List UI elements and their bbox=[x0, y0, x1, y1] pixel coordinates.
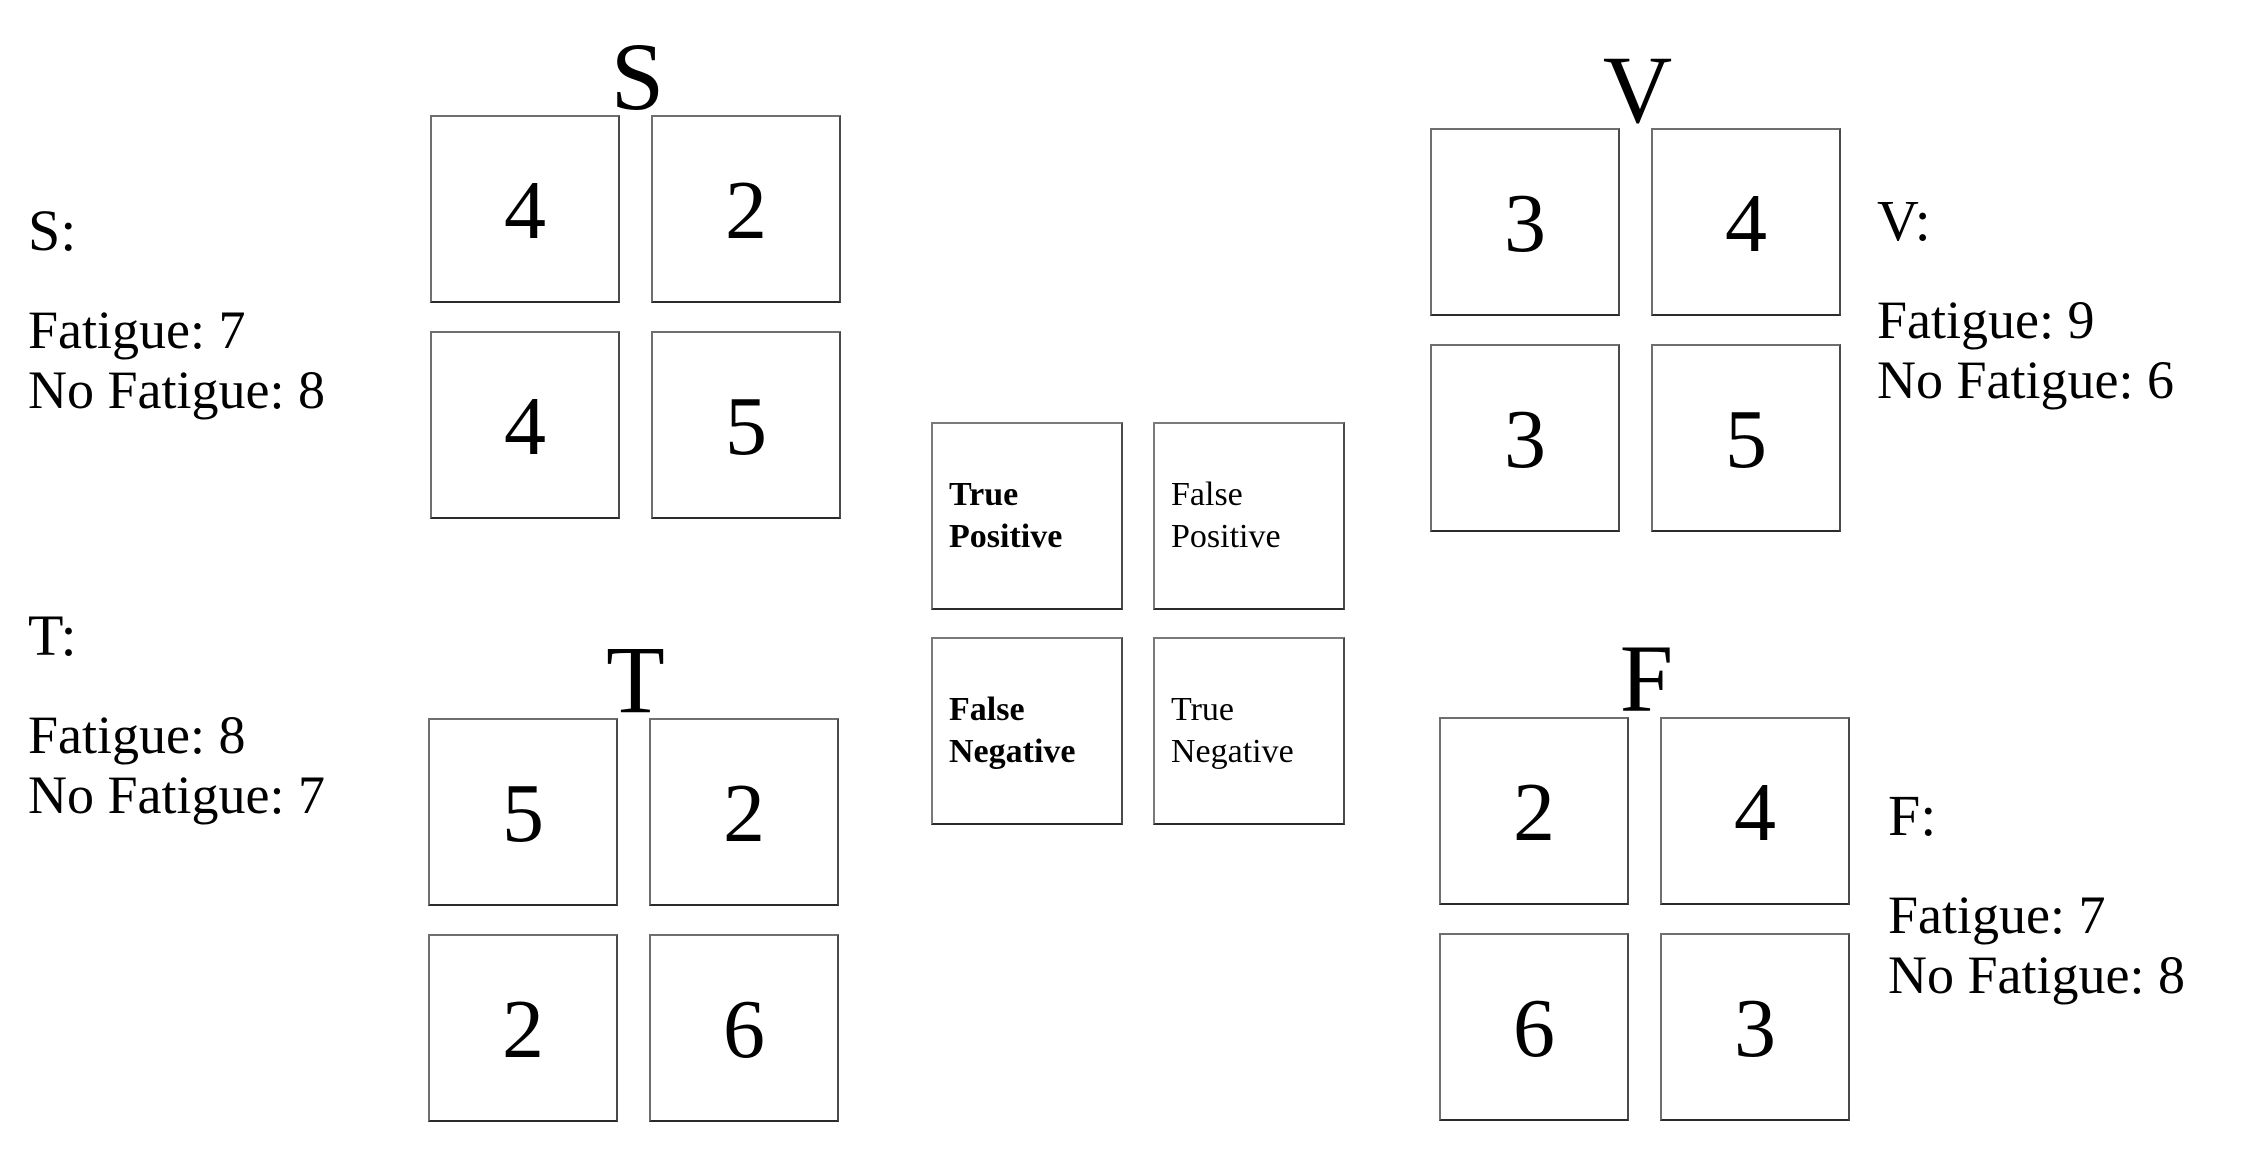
matrix-t-false-negative[interactable]: 2 bbox=[428, 934, 618, 1122]
side-label-s-fatigue: Fatigue: 7 bbox=[28, 300, 246, 360]
legend-false-negative-line1: False bbox=[949, 691, 1025, 728]
confusion-matrix-s: S 4 2 4 5 bbox=[430, 29, 845, 525]
side-label-v: V: Fatigue: 9 No Fatigue: 6 bbox=[1877, 188, 2174, 411]
confusion-matrix-v: V 3 4 3 5 bbox=[1430, 42, 1845, 538]
matrix-f-false-negative[interactable]: 6 bbox=[1439, 933, 1629, 1121]
legend-false-negative: False Negative bbox=[931, 637, 1123, 825]
matrix-title-f: F bbox=[1619, 625, 1674, 732]
side-label-f: F: Fatigue: 7 No Fatigue: 8 bbox=[1888, 783, 2185, 1006]
matrix-v-false-negative[interactable]: 3 bbox=[1430, 344, 1620, 532]
matrix-title-v: V bbox=[1602, 36, 1673, 143]
side-label-s: S: Fatigue: 7 No Fatigue: 8 bbox=[28, 198, 325, 421]
legend-false-negative-line2: Negative bbox=[949, 733, 1076, 770]
matrix-title-t: T bbox=[606, 626, 665, 733]
matrix-s-true-positive[interactable]: 4 bbox=[430, 115, 620, 303]
matrix-t-true-negative[interactable]: 6 bbox=[649, 934, 839, 1122]
side-label-t-name: T: bbox=[28, 603, 77, 668]
matrix-t-true-positive[interactable]: 5 bbox=[428, 718, 618, 906]
legend-true-positive-line1: True bbox=[949, 476, 1019, 513]
side-label-f-no-fatigue: No Fatigue: 8 bbox=[1888, 945, 2185, 1005]
side-label-s-no-fatigue: No Fatigue: 8 bbox=[28, 360, 325, 420]
side-label-v-fatigue: Fatigue: 9 bbox=[1877, 290, 2095, 350]
matrix-f-false-positive[interactable]: 4 bbox=[1660, 717, 1850, 905]
legend-false-positive: False Positive bbox=[1153, 422, 1345, 610]
side-label-f-fatigue: Fatigue: 7 bbox=[1888, 885, 2106, 945]
legend-true-negative-line1: True bbox=[1171, 691, 1234, 728]
matrix-t-false-positive[interactable]: 2 bbox=[649, 718, 839, 906]
legend-confusion-terms: True Positive False Positive False Negat… bbox=[931, 422, 1345, 825]
matrix-v-true-positive[interactable]: 3 bbox=[1430, 128, 1620, 316]
matrix-s-false-positive[interactable]: 2 bbox=[651, 115, 841, 303]
side-label-v-name: V: bbox=[1877, 188, 1931, 253]
side-label-t-fatigue: Fatigue: 8 bbox=[28, 705, 246, 765]
matrix-v-true-negative[interactable]: 5 bbox=[1651, 344, 1841, 532]
legend-true-positive-line2: Positive bbox=[949, 518, 1063, 555]
confusion-matrix-t: T 5 2 2 6 bbox=[428, 632, 843, 1128]
legend-false-positive-line2: Positive bbox=[1171, 518, 1281, 555]
side-label-f-name: F: bbox=[1888, 783, 1937, 848]
matrix-f-true-negative[interactable]: 3 bbox=[1660, 933, 1850, 1121]
matrix-f-true-positive[interactable]: 2 bbox=[1439, 717, 1629, 905]
legend-false-positive-line1: False bbox=[1171, 476, 1243, 513]
side-label-t: T: Fatigue: 8 No Fatigue: 7 bbox=[28, 603, 325, 826]
legend-true-positive: True Positive bbox=[931, 422, 1123, 610]
matrix-v-false-positive[interactable]: 4 bbox=[1651, 128, 1841, 316]
matrix-s-false-negative[interactable]: 4 bbox=[430, 331, 620, 519]
side-label-t-no-fatigue: No Fatigue: 7 bbox=[28, 765, 325, 825]
confusion-matrix-f: F 2 4 6 3 bbox=[1439, 631, 1854, 1127]
side-label-v-no-fatigue: No Fatigue: 6 bbox=[1877, 350, 2174, 410]
side-label-s-name: S: bbox=[28, 198, 77, 263]
matrix-s-true-negative[interactable]: 5 bbox=[651, 331, 841, 519]
legend-true-negative-line2: Negative bbox=[1171, 733, 1294, 770]
legend-true-negative: True Negative bbox=[1153, 637, 1345, 825]
matrix-title-s: S bbox=[610, 23, 665, 130]
